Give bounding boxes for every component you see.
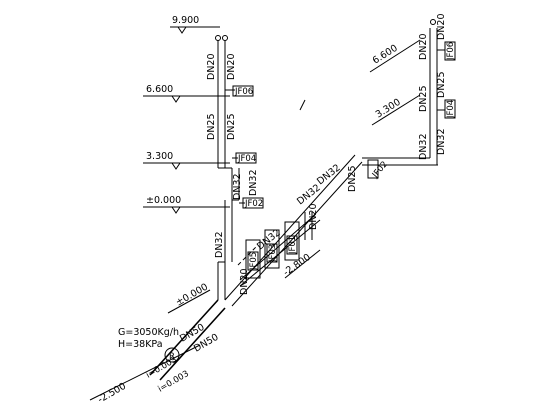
level-mark-right-3300: 3.300 [371, 94, 421, 126]
pipe-size-label: DN20 [226, 53, 237, 80]
pipe-size-label: DN20 [206, 53, 217, 80]
level-mark-diag-2500: -2.500 [96, 381, 128, 406]
level-mark-6600: 6.600 [143, 84, 230, 103]
level-label: 3.300 [146, 151, 173, 162]
level-label: 6.600 [371, 43, 400, 67]
level-label: 3.300 [374, 97, 403, 121]
pipe-size-label: DN20 [308, 203, 319, 230]
level-mark-right-6600: 6.600 [369, 39, 421, 73]
tag-label: JF03 [268, 244, 278, 263]
level-label: 9.900 [172, 15, 199, 26]
pipe-size-label: DN32 [436, 128, 447, 155]
branch-tag-jf04: JF04 [232, 152, 257, 164]
level-mark-3300: 3.300 [143, 151, 230, 170]
level-label: -2.500 [96, 381, 128, 406]
pipe-size-label: DN20 [239, 268, 250, 295]
tag-label: JF06 [234, 87, 253, 97]
pipe-size-label: DN32 [214, 231, 225, 258]
pressure-head: H=38KPa [118, 339, 163, 350]
tag-label: JF04 [446, 100, 456, 119]
pipe-size-label: DN32 [232, 173, 243, 200]
level-label: ±0.000 [146, 195, 181, 206]
riser-cap-icon [215, 35, 221, 41]
tag-label: JF01 [288, 236, 298, 255]
pipe-size-label: DN32 [248, 169, 259, 196]
branch-tag-jf06: JF06 [225, 85, 254, 97]
lower-manifold [237, 212, 321, 287]
branch-tag-jf04-right: JF04 [444, 99, 456, 119]
level-label: ±0.000 [174, 281, 210, 308]
level-label: -2.800 [281, 252, 312, 279]
pipe-size-label: DN20 [436, 13, 447, 40]
branch-tag-jf02: JF02 [239, 197, 264, 209]
branch-tag-jf02-upper: JF02 [367, 159, 390, 181]
pipe-size-label: DN25 [206, 113, 217, 140]
pipe-size-label: DN25 [347, 165, 358, 192]
riser-cap-icon [222, 35, 228, 41]
main-diagonal [89, 99, 438, 401]
pipe-size-label: DN25 [226, 113, 237, 140]
pipe-size-label: DN20 [418, 33, 429, 60]
pipe-size-label: DN32 [418, 133, 429, 160]
meter-icon [164, 347, 180, 363]
branch-tag-jf03: JF03 [266, 243, 278, 263]
right-riser [429, 19, 445, 165]
level-label: 6.600 [146, 84, 173, 95]
flow-meter: R [164, 347, 180, 363]
level-mark-9900: 9.900 [170, 15, 220, 34]
tag-label: JF06 [446, 42, 456, 61]
tag-label: JF05 [249, 252, 259, 271]
meter-label: R [169, 352, 175, 362]
riser-cap-icon [430, 19, 436, 25]
branch-tag-jf01: JF01 [286, 235, 298, 255]
flow-rate: G=3050Kg/h [118, 327, 179, 338]
left-riser [215, 35, 240, 300]
branch-tag-jf05: JF05 [247, 251, 259, 271]
level-mark-diag-0000: ±0.000 [167, 281, 211, 314]
tag-label: JF04 [237, 154, 256, 164]
tag-label: JF02 [244, 199, 263, 209]
pipe-size-label: DN25 [436, 71, 447, 98]
branch-tag-jf06-right: JF06 [444, 41, 456, 61]
pipe-size-label: DN25 [418, 85, 429, 112]
level-mark-0000: ±0.000 [143, 195, 230, 214]
